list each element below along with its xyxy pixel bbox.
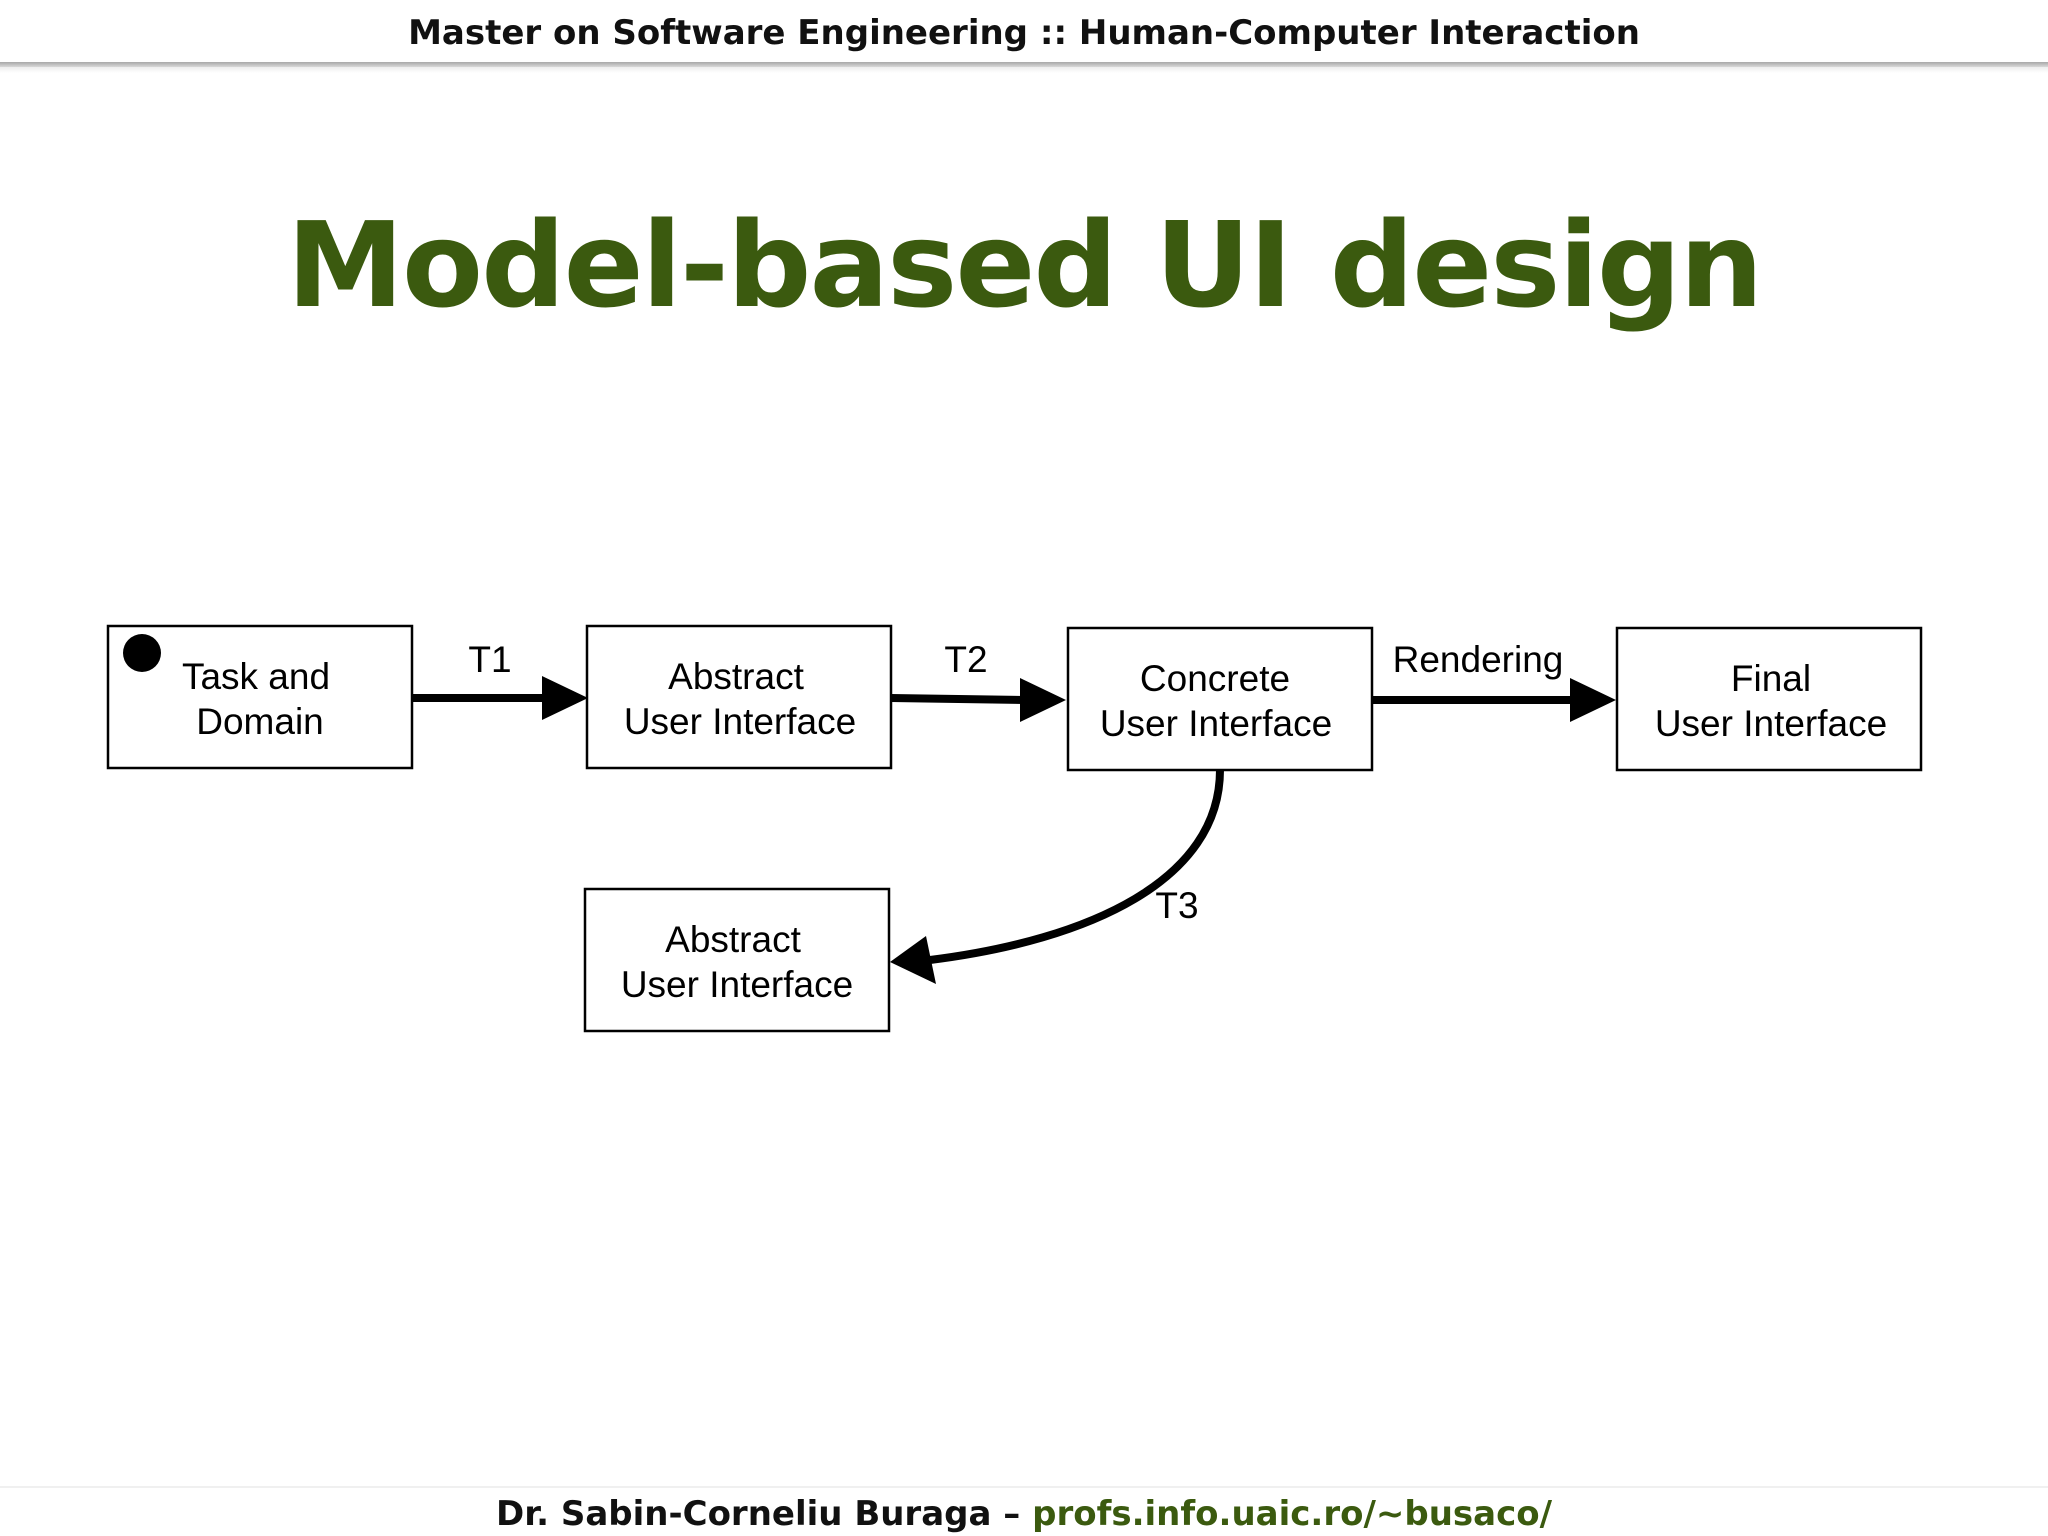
node-task-and-domain-line2: Domain: [196, 701, 324, 742]
slide-title: Model-based UI design: [286, 196, 1764, 334]
edge-t3-arrowhead: [890, 936, 936, 984]
edge-t2-arrowhead: [1020, 678, 1066, 722]
edge-label-t3: T3: [1155, 885, 1198, 926]
node-final-ui-line1: Final: [1731, 658, 1811, 699]
footer: Dr. Sabin-Corneliu Buraga – profs.info.u…: [0, 1486, 2048, 1536]
node-abstract-ui-2-line2: User Interface: [621, 964, 853, 1005]
node-abstract-ui-2-line1: Abstract: [665, 919, 801, 960]
node-task-and-domain-line1: Task and: [182, 656, 330, 697]
course-header: Master on Software Engineering :: Human-…: [408, 13, 1640, 53]
node-abstract-ui-line2: User Interface: [624, 701, 856, 742]
edge-t2-line: [890, 694, 1025, 704]
node-final-ui: Final User Interface: [1615, 626, 1923, 772]
header-shadow: [0, 67, 2048, 73]
node-abstract-ui-line1: Abstract: [668, 656, 804, 697]
node-abstract-ui: Abstract User Interface: [585, 624, 893, 770]
footer-author: Dr. Sabin-Corneliu Buraga –: [495, 1494, 1033, 1534]
edge-t2: [890, 678, 1066, 722]
edge-t1: [412, 676, 588, 720]
node-abstract-ui-2: Abstract User Interface: [583, 887, 891, 1033]
edge-rendering: [1372, 678, 1616, 722]
node-concrete-ui-line1: Concrete: [1140, 658, 1290, 699]
edge-t3-curve: [929, 769, 1224, 964]
initial-state-icon: [123, 634, 161, 672]
edge-t3: [890, 769, 1224, 984]
edge-rendering-arrowhead: [1570, 678, 1616, 722]
header-divider: [0, 62, 2048, 67]
edge-label-t2: T2: [944, 639, 987, 680]
node-concrete-ui: Concrete User Interface: [1066, 626, 1374, 772]
edge-label-rendering: Rendering: [1393, 639, 1564, 680]
node-final-ui-line2: User Interface: [1655, 703, 1887, 744]
edge-label-t1: T1: [468, 639, 511, 680]
footer-url-link[interactable]: profs.info.uaic.ro/~busaco/: [1032, 1494, 1553, 1534]
edge-t1-arrowhead: [542, 676, 588, 720]
footer-divider: [0, 1486, 2048, 1488]
node-concrete-ui-line2: User Interface: [1100, 703, 1332, 744]
node-task-and-domain: Task and Domain: [106, 624, 414, 770]
